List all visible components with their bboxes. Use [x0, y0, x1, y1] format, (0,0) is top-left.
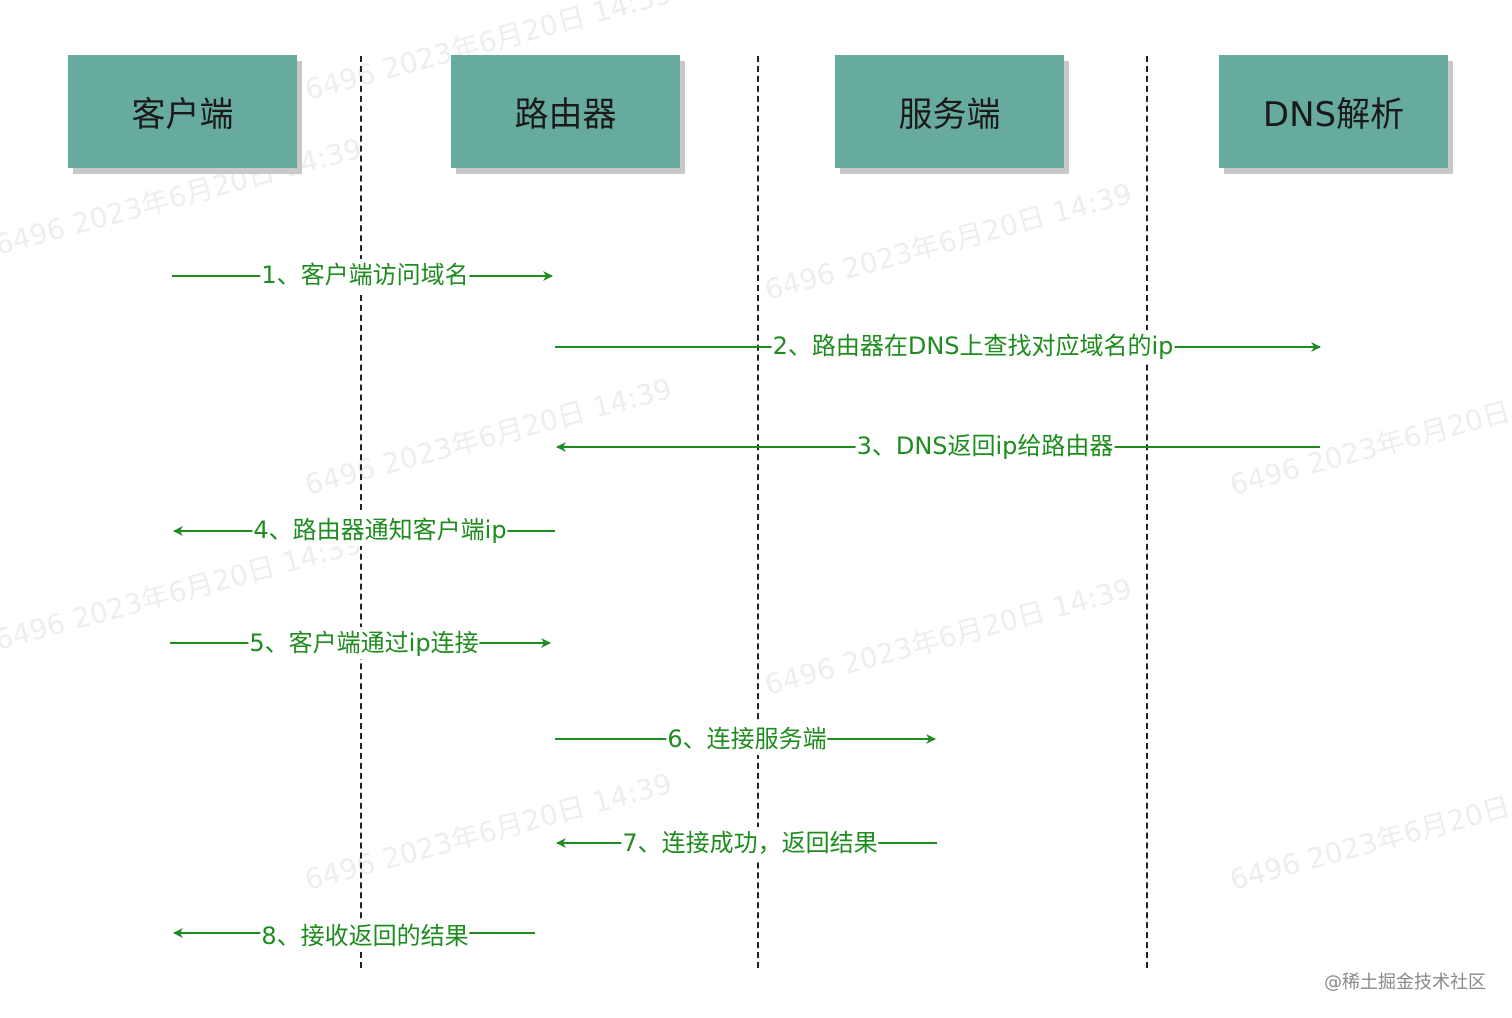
- message-label-3: 3、DNS返回ip给路由器: [855, 430, 1115, 462]
- message-label-4: 4、路由器通知客户端ip: [252, 514, 508, 546]
- lifeline-3: [1146, 56, 1148, 968]
- lifeline-1: [360, 56, 362, 968]
- message-label-1: 1、客户端访问域名: [260, 259, 470, 291]
- actor-router: 路由器: [451, 55, 680, 168]
- message-label-7: 7、连接成功，返回结果: [621, 827, 879, 859]
- lifeline-2: [757, 56, 759, 968]
- message-label-6: 6、连接服务端: [666, 723, 828, 755]
- message-label-5: 5、客户端通过ip连接: [248, 627, 480, 659]
- actor-dns: DNS解析: [1219, 55, 1448, 168]
- actor-client: 客户端: [68, 55, 297, 168]
- actor-server: 服务端: [835, 55, 1064, 168]
- message-label-2: 2、路由器在DNS上查找对应域名的ip: [771, 330, 1175, 362]
- message-label-8: 8、接收返回的结果: [260, 920, 470, 952]
- credit-text: @稀土掘金技术社区: [1324, 972, 1486, 993]
